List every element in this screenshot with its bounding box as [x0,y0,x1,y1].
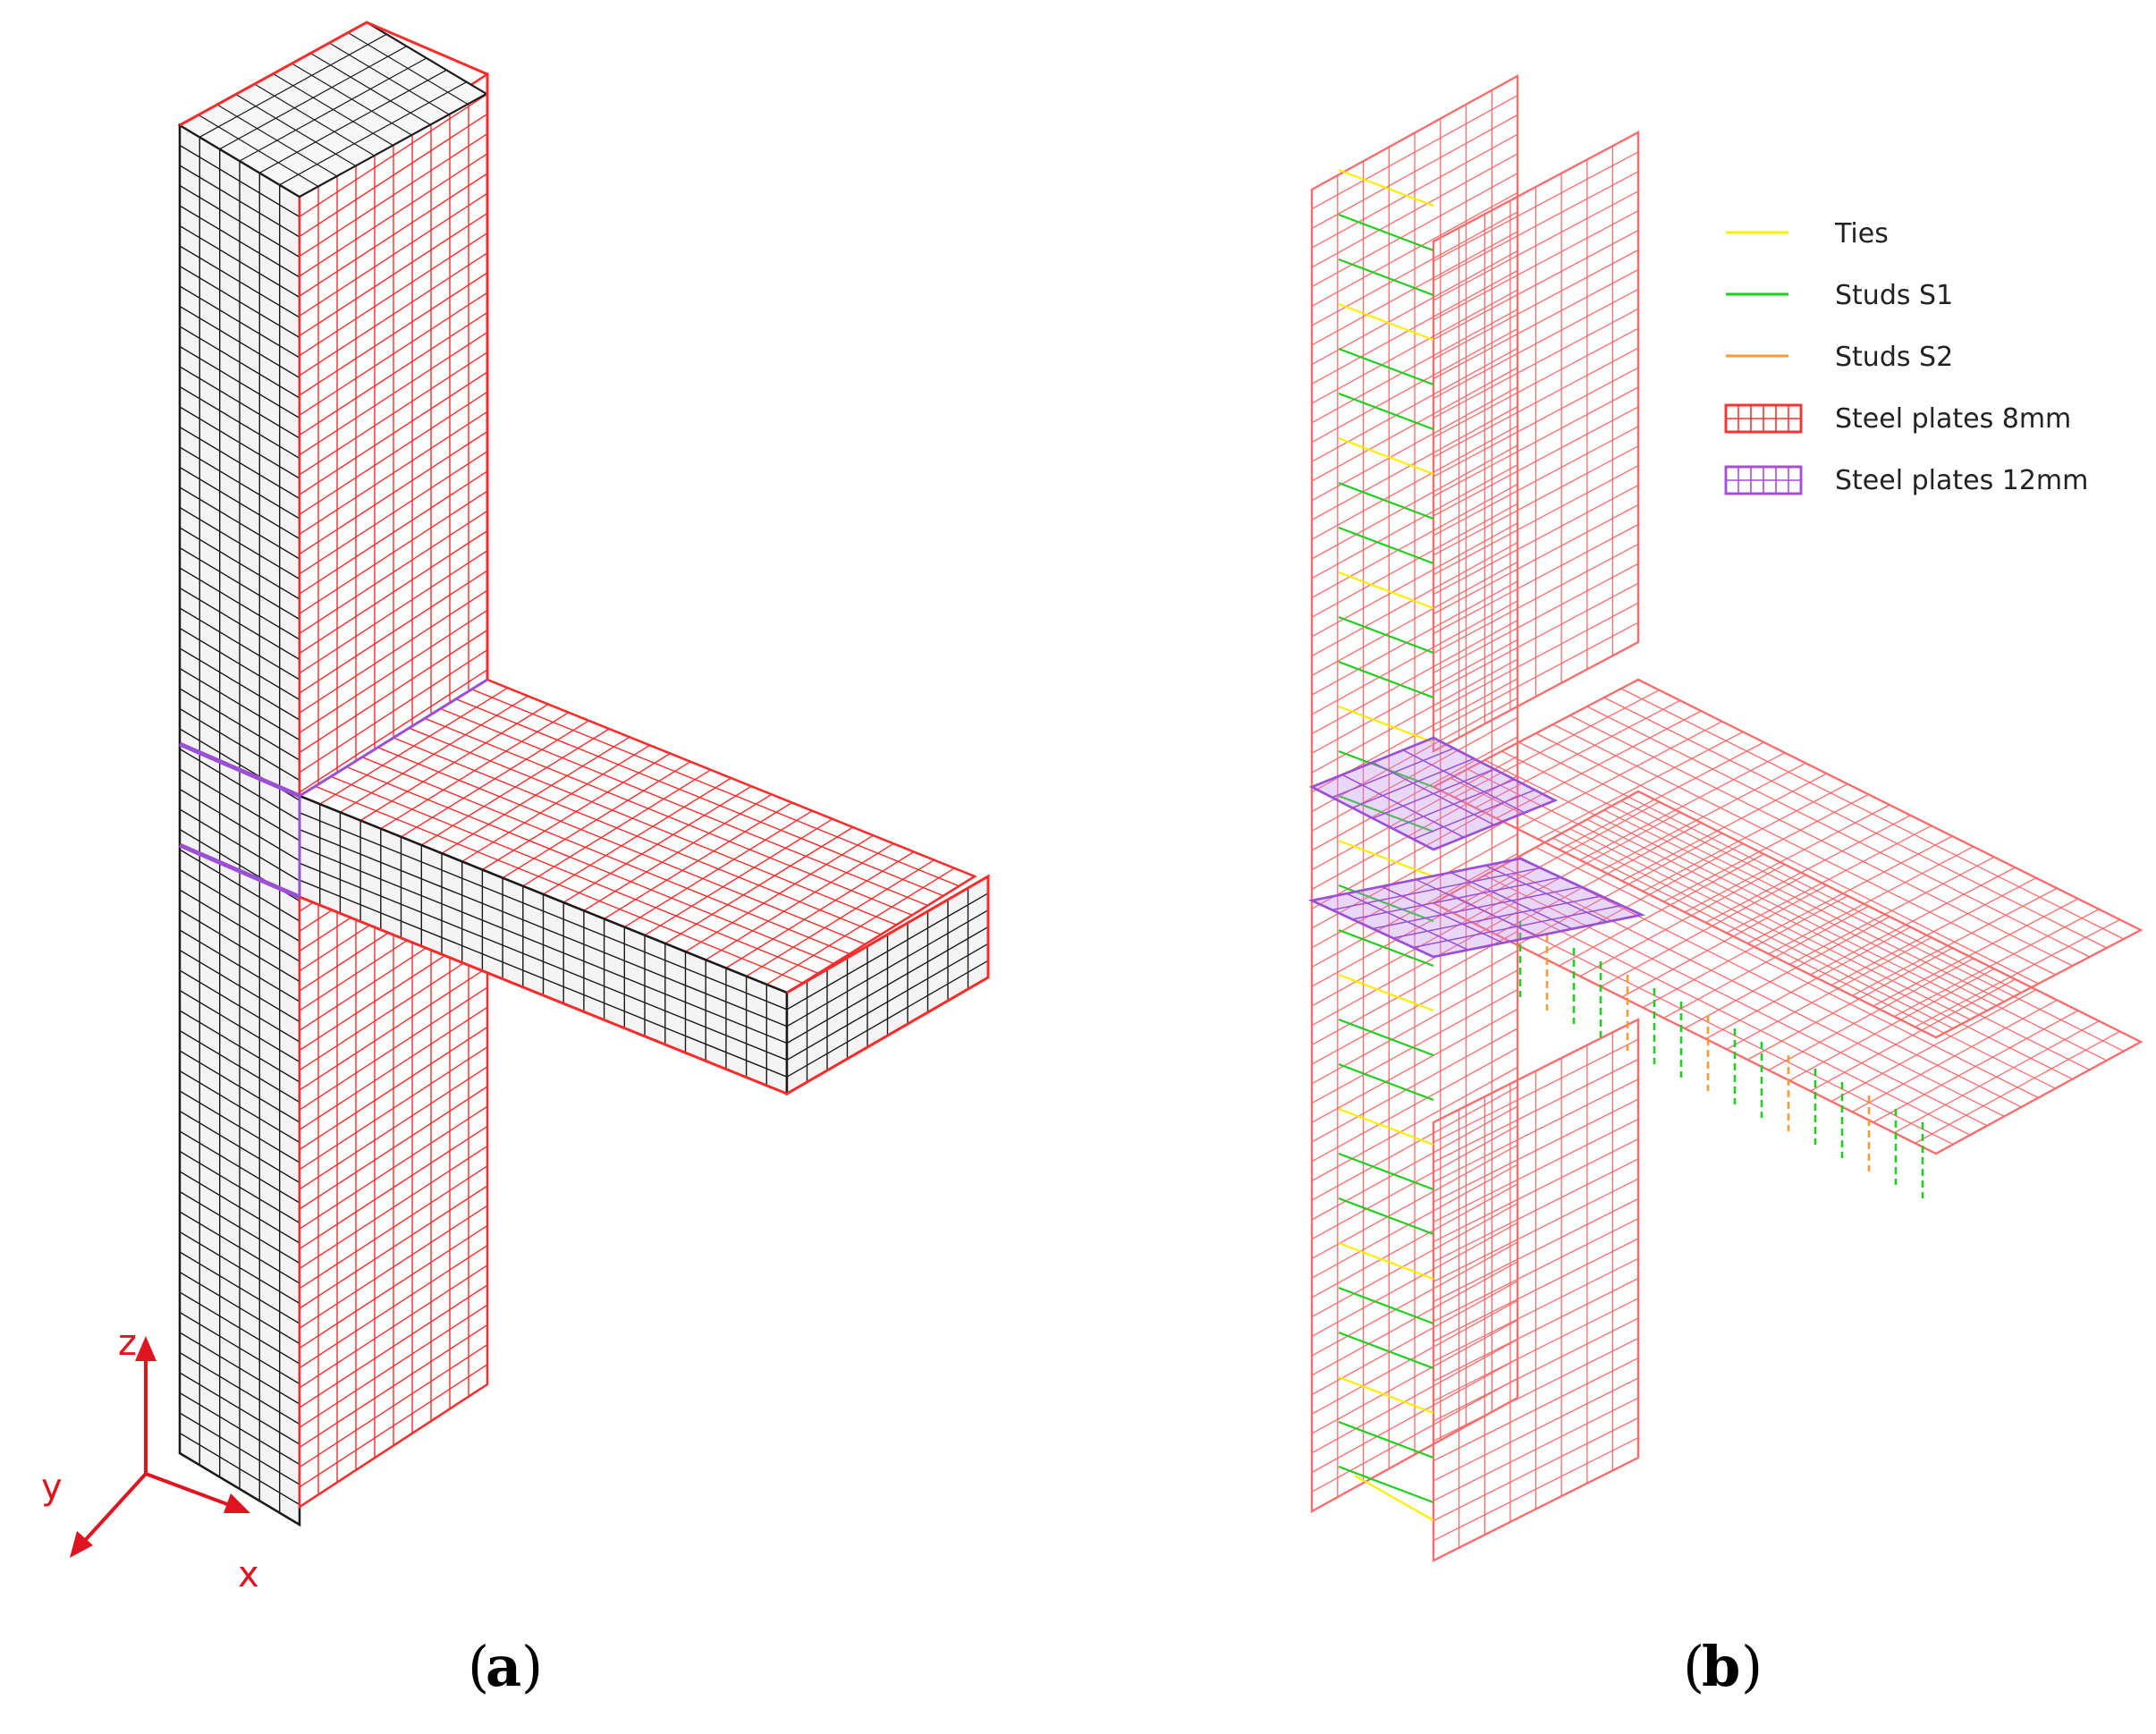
beam-end-edge [299,874,990,1095]
legend-item: Studs S2 [1726,342,1953,373]
stud-s1-line [1338,794,1434,833]
caption-b: ( b ) [1683,1634,1763,1699]
legend-label: Studs S1 [1835,280,1953,311]
stud-s1-line [1338,347,1434,386]
tie-line [1338,705,1434,744]
legend-label: Steel plates 12mm [1835,465,2088,496]
svg-text:): ) [1741,1634,1763,1699]
beam-steel-plate-top [1431,678,2143,1039]
coordinate-axes: z y x [41,1323,259,1595]
panel-b-steel-skeleton [1307,74,2143,1562]
z-arrow-icon [135,1336,156,1361]
legend-grid-mesh [1725,404,1802,433]
legend-item: Studs S1 [1726,280,1953,311]
legend-label: Studs S2 [1835,342,1953,373]
tie-line [1338,1375,1434,1415]
beam-top-plate-outline [1431,678,2143,1039]
stud-s1-line [1338,1062,1434,1102]
stud-s1-line [1338,392,1434,431]
col-front-plate-lower-outline [1432,1018,1640,1562]
y-arrow-icon [70,1531,93,1558]
z-axis-label: z [118,1323,137,1364]
stud-s1-line [1338,1420,1434,1459]
joint-bottom-line [179,842,300,900]
legend-label: Steel plates 8mm [1835,403,2071,435]
legend-label: Ties [1834,218,1889,250]
joint-plate-upper-outline [1308,736,1559,851]
tie-line [1338,571,1434,610]
caption-b-letter: b [1702,1634,1740,1699]
caption-a-letter: a [486,1634,521,1699]
caption-a: ( a ) [468,1634,543,1699]
legend-swatch-grid [1724,465,1803,495]
beam-bottom-plate-outline [1431,790,2143,1155]
legend-grid-outline [1724,403,1803,434]
beam-top-plate-mesh [1433,679,2142,1038]
column-top-edge [179,21,489,742]
svg-text:): ) [521,1634,543,1699]
joint-diag-line [299,678,488,798]
tie-line [1338,839,1434,878]
x-axis-label: x [238,1554,259,1595]
legend-swatch-grid [1724,403,1803,434]
stud-s1-line [1338,615,1434,655]
tie-line [1338,436,1434,476]
column-front-face [178,123,301,1527]
legend-item: Steel plates 8mm [1724,403,2071,435]
legend-item: Steel plates 12mm [1724,465,2088,496]
beam-steel-plate-bottom [1431,790,2143,1155]
legend-grid-mesh [1725,466,1802,495]
joint-top-line [179,741,300,799]
stud-s1-line [1338,660,1434,699]
stud-s1-line [1338,1197,1434,1236]
stud-s1-line [1338,213,1434,252]
stud-s1-line [1338,481,1434,520]
col-front-plate-lower-mesh [1433,1019,1639,1561]
stud-s1-line [1338,1018,1434,1057]
column-top-face [177,21,489,742]
ties-and-studs [1338,168,1924,1521]
legend-item: Ties [1726,218,1889,250]
stud-s1-line [1338,1152,1434,1191]
col-front-plate-upper-outline [1432,131,1640,753]
svg-text:(: ( [1683,1634,1704,1699]
tie-line [1338,168,1434,207]
joint-steel-plates-12mm [1307,736,1646,959]
stud-s1-line [1338,1465,1434,1504]
joint-panel-region [179,678,488,900]
legend-grid-outline [1724,465,1803,495]
tie-line [1354,1475,1434,1521]
stud-s1-line [1338,1331,1434,1370]
joint-plate-lower-outline [1307,857,1646,959]
tie-line [1338,1241,1434,1281]
y-axis-label: y [41,1467,63,1508]
beam-end-face [299,874,990,1096]
stud-s1-line [1338,928,1434,968]
tie-line [1338,973,1434,1012]
stud-s1-line [1338,526,1434,565]
tie-line [1338,302,1434,342]
tie-line [1338,1107,1434,1146]
stud-s1-line [1338,258,1434,297]
x-arrow-icon [224,1493,250,1513]
col-back-plate-outline [1310,74,1519,1513]
stud-s1-line [1338,1286,1434,1325]
svg-text:(: ( [468,1634,489,1699]
panel-a-solid-model [177,21,990,1527]
column-steel-plate-front [1432,131,1640,1562]
